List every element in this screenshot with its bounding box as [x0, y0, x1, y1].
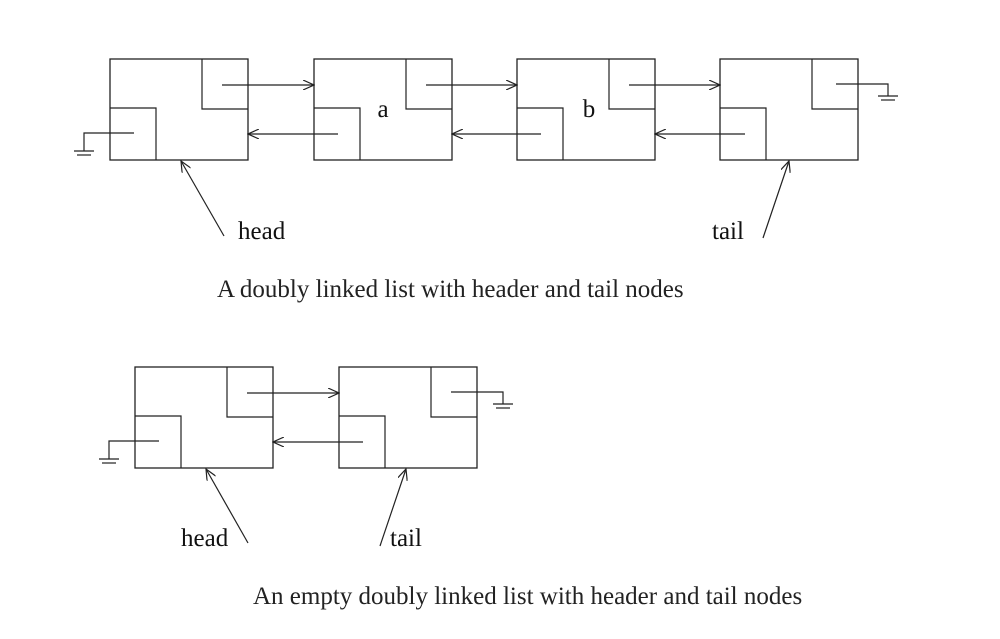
node-value: a: [377, 96, 388, 123]
node-b: b: [516, 58, 656, 161]
top-caption: A doubly linked list with header and tai…: [217, 276, 684, 303]
header-node: [109, 58, 249, 161]
null-ground-icon: [836, 83, 898, 101]
tail-node: [338, 366, 478, 469]
node-a: a: [313, 58, 453, 161]
node-value: b: [583, 96, 596, 123]
tail-pointer-arrow: [762, 161, 789, 239]
head-label: head: [181, 525, 229, 552]
head-pointer-arrow: [181, 161, 225, 237]
null-ground-icon: [74, 132, 134, 156]
bottom-list: head tail An empty doubly linked list wi…: [99, 366, 802, 610]
header-node: [134, 366, 274, 469]
head-pointer-arrow: [206, 469, 249, 544]
tail-label: tail: [712, 218, 744, 245]
tail-pointer-arrow: [379, 469, 406, 547]
bottom-caption: An empty doubly linked list with header …: [253, 583, 802, 610]
null-ground-icon: [451, 391, 513, 409]
tail-node: [719, 58, 859, 161]
head-label: head: [238, 218, 286, 245]
null-ground-icon: [99, 440, 159, 464]
top-list: a b: [74, 58, 898, 303]
tail-label: tail: [390, 525, 422, 552]
